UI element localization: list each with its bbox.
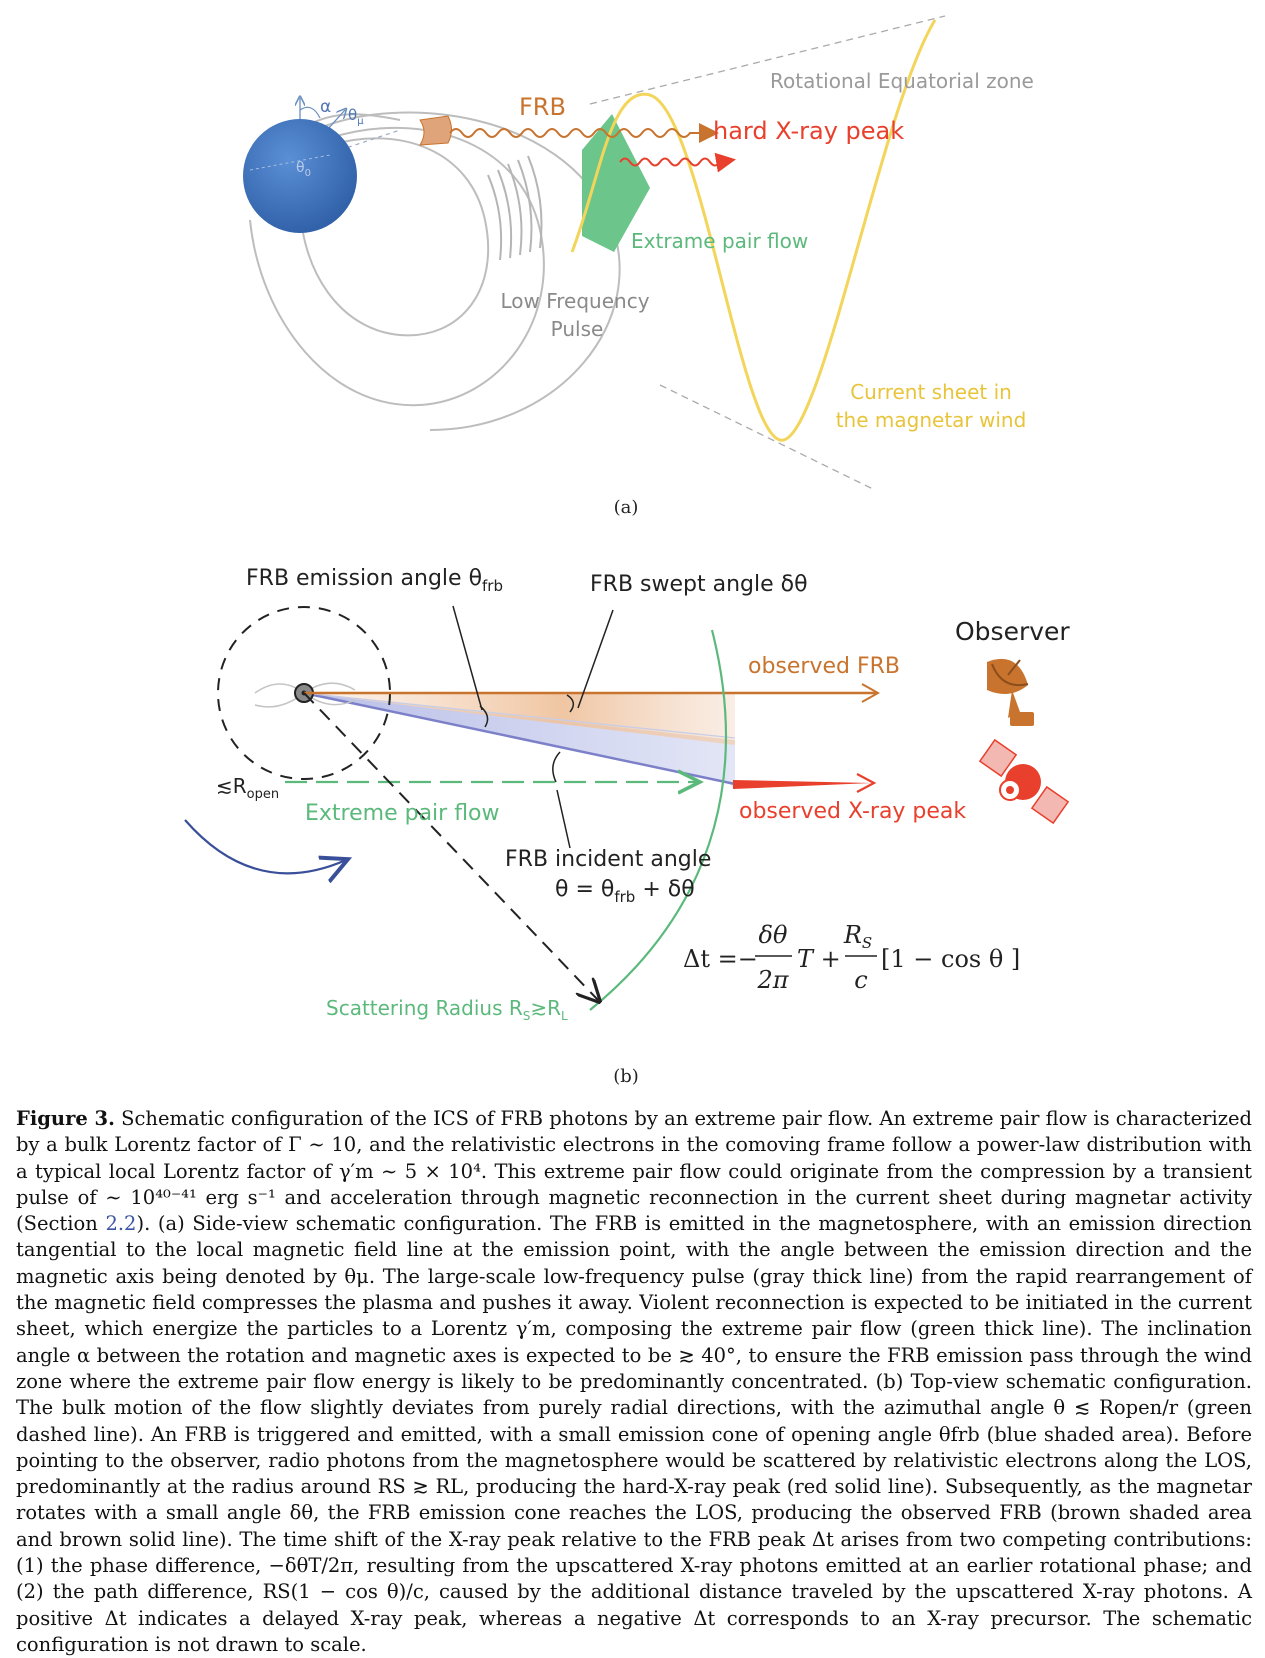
eq-frac1-den: 2π — [756, 966, 789, 994]
satellite-icon — [978, 738, 1070, 825]
caption-text-continued: ). (a) Side-view schematic configuration… — [16, 1212, 1252, 1656]
incident-angle-equation: θ = θfrb + δθ — [555, 877, 695, 906]
equatorial-zone-upper — [589, 15, 946, 105]
delta-t-equation: Δt =− δθ 2π T + RS c [1 − cos θ ] — [683, 921, 1020, 994]
lf-pulse-label-line2: Pulse — [551, 317, 604, 341]
section-link[interactable]: 2.2 — [105, 1212, 137, 1236]
alpha-arc — [299, 106, 321, 119]
cone-inner-edge — [303, 692, 736, 739]
r-open-label: ≲Ropen — [216, 774, 279, 802]
figure-caption: Figure 3. Schematic configuration of the… — [16, 1106, 1252, 1658]
pair-flow-label-b: Extreme pair flow — [305, 801, 500, 826]
emission-angle-pointer — [452, 605, 483, 711]
panel-b: FRB emission angle θfrb FRB swept angle … — [184, 566, 1070, 1087]
lf-pulse-label-line1: Low Frequency — [500, 289, 649, 313]
rotation-direction-arrow — [184, 819, 346, 873]
magnetar-star — [243, 119, 357, 233]
radio-telescope-icon — [987, 658, 1034, 726]
current-sheet — [570, 19, 937, 442]
eq-frac1-num: δθ — [759, 921, 788, 949]
frb-emission-region — [419, 115, 452, 146]
observed-xray-arrowhead — [856, 773, 877, 793]
current-sheet-label-line2: the magnetar wind — [836, 408, 1027, 432]
cone-lower-edge — [303, 691, 736, 786]
scattering-radius-line — [303, 692, 598, 1000]
equatorial-zone-lower — [659, 384, 876, 491]
swept-angle-arc — [566, 694, 575, 713]
alpha-label: α — [320, 97, 331, 117]
caption-text: Schematic configuration of the ICS of FR… — [16, 1107, 1253, 1236]
eq-lhs: Δt =− — [683, 945, 758, 973]
panel-a: α θμ θ0 FRB Rotational Equatorial zone h… — [243, 15, 1034, 518]
pair-flow-label: Extrame pair flow — [631, 229, 808, 253]
scattering-radius-label: Scattering Radius RS≳RL — [326, 996, 568, 1023]
observed-frb-label: observed FRB — [748, 654, 900, 679]
hard-xray-peak-label: hard X-ray peak — [713, 117, 904, 145]
figure-3-schematic: α θμ θ0 FRB Rotational Equatorial zone h… — [184, 15, 1070, 1087]
theta-0-label: θ0 — [296, 160, 311, 179]
figure-label: Figure 3. — [16, 1107, 115, 1130]
panel-a-label: (a) — [614, 497, 639, 518]
incident-angle-pointer — [556, 789, 571, 849]
scattering-radius-arc — [589, 629, 728, 1011]
incident-angle-arc — [552, 751, 561, 783]
low-frequency-pulse — [487, 155, 543, 261]
observed-xray-label: observed X-ray peak — [739, 799, 966, 824]
eq-frac2-den: c — [854, 966, 867, 994]
panel-b-label: (b) — [613, 1066, 639, 1087]
eq-tail: [1 − cos θ ] — [881, 945, 1020, 973]
extreme-pair-flow-arrow — [582, 114, 650, 252]
swept-angle-label: FRB swept angle δθ — [590, 572, 808, 597]
observer-label: Observer — [955, 617, 1070, 646]
observed-xray-peak-line — [733, 780, 872, 789]
eq-mid: T + — [797, 945, 841, 973]
frb-wave — [449, 123, 719, 143]
observed-frb-arrowhead — [861, 683, 881, 703]
frb-emission-cone — [304, 693, 735, 790]
swept-angle-pointer — [577, 609, 614, 709]
equatorial-zone-label: Rotational Equatorial zone — [770, 69, 1034, 93]
eq-frac2-num: RS — [843, 921, 872, 952]
theta-mu-label: θμ — [348, 106, 364, 127]
emission-angle-label: FRB emission angle θfrb — [246, 566, 503, 595]
emission-angle-arc — [479, 705, 489, 728]
incident-angle-label: FRB incident angle — [505, 847, 711, 872]
frb-label: FRB — [519, 93, 566, 121]
hard-xray-wave — [619, 152, 736, 173]
current-sheet-label-line1: Current sheet in — [850, 380, 1012, 404]
theta0-line — [249, 154, 331, 171]
